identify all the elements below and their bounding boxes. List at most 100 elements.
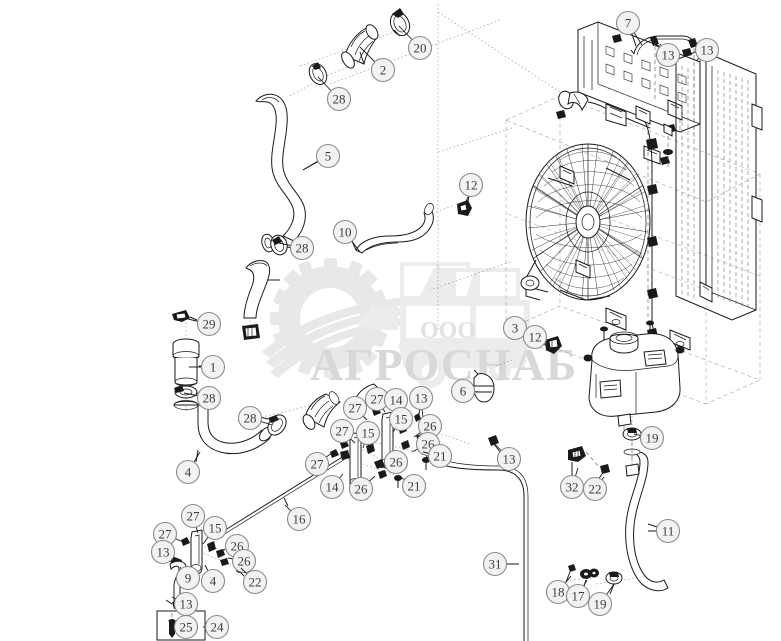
- callout-16[interactable]: 16: [284, 504, 312, 532]
- callout-26[interactable]: 26: [413, 413, 443, 439]
- callout-bubble[interactable]: [355, 420, 381, 446]
- callout-12[interactable]: 12: [458, 172, 484, 208]
- callout-bubble[interactable]: [332, 219, 358, 245]
- callout-bubble[interactable]: [304, 451, 330, 477]
- callout-bubble[interactable]: [200, 354, 226, 380]
- callout-28[interactable]: 28: [278, 235, 315, 261]
- callout-bubble[interactable]: [655, 42, 681, 68]
- callout-bubble[interactable]: [329, 418, 355, 444]
- callout-bubble[interactable]: [482, 551, 508, 577]
- callout-bubble[interactable]: [450, 378, 476, 404]
- callout-31[interactable]: 31: [482, 551, 520, 577]
- callout-bubble[interactable]: [458, 172, 484, 198]
- callout-13[interactable]: 13: [171, 591, 199, 617]
- callout-bubble[interactable]: [326, 86, 352, 112]
- callout-bubble[interactable]: [615, 10, 641, 36]
- callout-bubble[interactable]: [582, 476, 608, 502]
- callout-28[interactable]: 28: [237, 405, 273, 431]
- callout-bubble[interactable]: [173, 614, 199, 640]
- callout-10[interactable]: 10: [332, 219, 361, 253]
- callout-bubble[interactable]: [242, 569, 268, 595]
- callout-bubble[interactable]: [196, 385, 222, 411]
- callout-bubble[interactable]: [639, 425, 665, 451]
- callout-bubble[interactable]: [231, 548, 257, 574]
- callout-bubble[interactable]: [315, 143, 341, 169]
- callout-28[interactable]: 28: [183, 385, 222, 411]
- callout-29[interactable]: 29: [183, 311, 222, 337]
- callout-bubble[interactable]: [370, 57, 396, 83]
- callout-27[interactable]: 27: [180, 503, 206, 534]
- callout-15[interactable]: 15: [355, 420, 381, 449]
- callout-bubble[interactable]: [496, 446, 522, 472]
- callout-14[interactable]: 14: [319, 473, 345, 500]
- callout-26[interactable]: 26: [227, 548, 257, 574]
- callout-4[interactable]: 4: [200, 564, 226, 594]
- callout-6[interactable]: 6: [450, 378, 481, 404]
- callout-bubble[interactable]: [180, 503, 206, 529]
- callout-13[interactable]: 13: [408, 385, 434, 419]
- callout-25[interactable]: 25: [169, 614, 199, 640]
- callout-bubble[interactable]: [655, 518, 681, 544]
- callout-18[interactable]: 18: [545, 575, 572, 605]
- callout-5[interactable]: 5: [302, 143, 341, 171]
- callout-21[interactable]: 21: [398, 473, 427, 499]
- callout-bubble[interactable]: [427, 443, 453, 469]
- callout-27[interactable]: 27: [342, 395, 368, 421]
- callout-20[interactable]: 20: [398, 25, 433, 61]
- callout-bubble[interactable]: [289, 235, 315, 261]
- callout-bubble[interactable]: [401, 473, 427, 499]
- callout-9[interactable]: 9: [175, 565, 201, 591]
- callout-bubble[interactable]: [342, 395, 368, 421]
- callout-bubble[interactable]: [408, 385, 434, 411]
- callout-4[interactable]: 4: [175, 451, 201, 485]
- callout-bubble[interactable]: [286, 506, 312, 532]
- callout-bubble[interactable]: [388, 406, 414, 432]
- callout-bubble[interactable]: [196, 311, 222, 337]
- callout-14[interactable]: 14: [383, 387, 409, 421]
- callout-1[interactable]: 1: [189, 354, 226, 380]
- callout-bubble[interactable]: [175, 565, 201, 591]
- callout-26[interactable]: 26: [380, 449, 409, 475]
- callout-bubble[interactable]: [319, 474, 345, 500]
- callout-bubble[interactable]: [587, 591, 613, 617]
- callout-bubble[interactable]: [502, 315, 528, 341]
- callout-27[interactable]: 27: [304, 451, 334, 477]
- callout-2[interactable]: 2: [359, 46, 396, 83]
- callout-bubble[interactable]: [565, 583, 591, 609]
- callout-bubble[interactable]: [407, 35, 433, 61]
- callout-bubble[interactable]: [175, 459, 201, 485]
- callout-bubble[interactable]: [383, 449, 409, 475]
- callout-27[interactable]: 27: [364, 386, 390, 413]
- callout-27[interactable]: 27: [329, 418, 356, 444]
- callout-21[interactable]: 21: [422, 443, 453, 469]
- callout-15[interactable]: 15: [388, 406, 414, 433]
- callout-13[interactable]: 13: [694, 37, 720, 63]
- callout-24[interactable]: 24: [203, 614, 230, 640]
- callout-19[interactable]: 19: [633, 425, 665, 451]
- callout-26[interactable]: 26: [348, 475, 376, 502]
- callout-7[interactable]: 7: [615, 10, 643, 46]
- callout-11[interactable]: 11: [648, 518, 681, 544]
- callout-bubble[interactable]: [522, 324, 548, 350]
- callout-bubble[interactable]: [202, 515, 228, 541]
- callout-13[interactable]: 13: [655, 42, 681, 68]
- callout-bubble[interactable]: [237, 405, 263, 431]
- callout-15[interactable]: 15: [202, 515, 228, 545]
- callout-13[interactable]: 13: [150, 539, 183, 565]
- callout-17[interactable]: 17: [565, 579, 591, 609]
- callout-3[interactable]: 3: [502, 315, 529, 341]
- callout-12[interactable]: 12: [522, 324, 550, 350]
- callout-27[interactable]: 27: [152, 521, 184, 547]
- callout-bubble[interactable]: [694, 37, 720, 63]
- callout-32[interactable]: 32: [559, 467, 585, 500]
- callout-bubble[interactable]: [348, 476, 374, 502]
- callout-13[interactable]: 13: [493, 442, 522, 472]
- callout-bubble[interactable]: [204, 614, 230, 640]
- callout-28[interactable]: 28: [317, 76, 352, 112]
- callout-19[interactable]: 19: [587, 583, 615, 617]
- callout-22[interactable]: 22: [582, 476, 608, 502]
- callout-bubble[interactable]: [200, 568, 226, 594]
- callout-bubble[interactable]: [150, 539, 176, 565]
- callout-22[interactable]: 22: [240, 567, 268, 595]
